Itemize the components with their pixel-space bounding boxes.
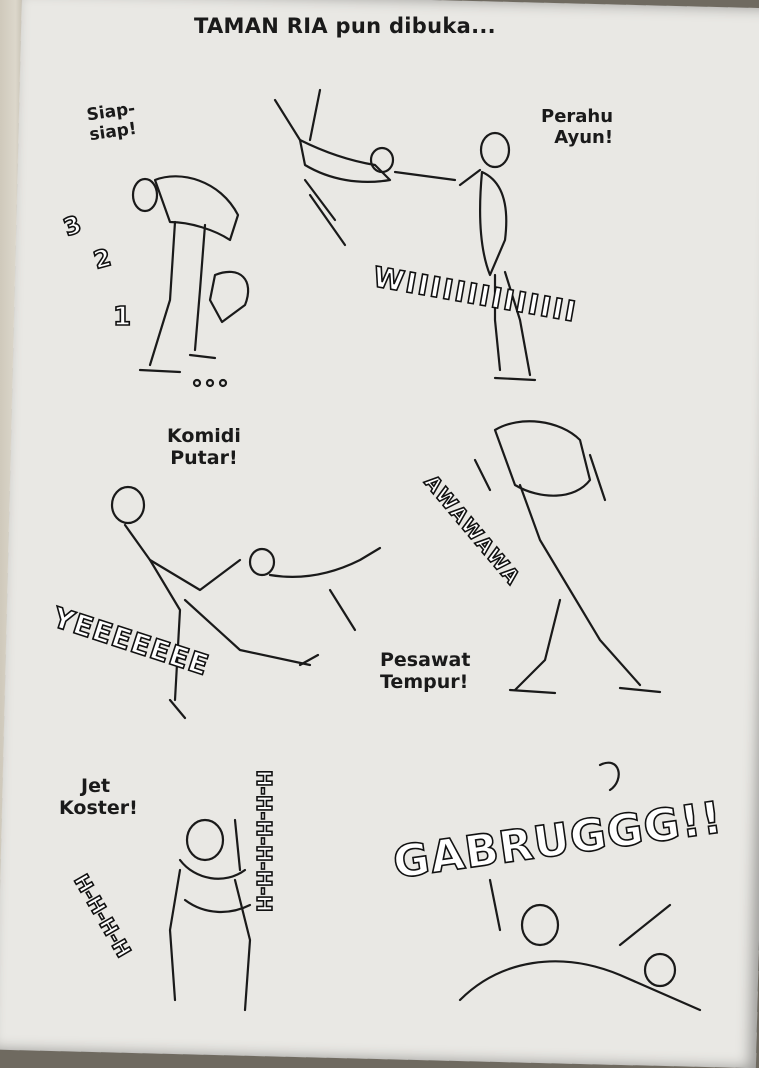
label-line-1: Pesawat — [380, 649, 471, 671]
sfx-countdown-1: 1 — [112, 301, 132, 333]
illustration-komidi-putar — [110, 485, 382, 720]
illustration-perahu-ayun — [273, 88, 537, 382]
illustration-gabruggg — [458, 761, 702, 1012]
illustration-jet-koster — [168, 818, 252, 1012]
label-line-2: Putar! — [170, 446, 238, 469]
label-siap-siap: Siap- siap! — [85, 99, 140, 146]
page-title: TAMAN RIA pun dibuka... — [194, 14, 496, 38]
label-line-1: Komidi — [167, 425, 241, 447]
label-perahu-ayun: Perahu Ayun! — [541, 106, 614, 148]
sfx-hhh-right: H-H-H-H-H-H — [251, 769, 277, 913]
label-pesawat-tempur: Pesawat Tempur! — [380, 649, 471, 694]
label-jet-koster: Jet Koster! — [59, 775, 138, 820]
comic-illustrations — [110, 88, 702, 1012]
label-line-1: Perahu — [541, 106, 614, 127]
label-line-2: Ayun! — [554, 126, 614, 148]
label-line-2: Tempur! — [380, 670, 469, 693]
illustration-siap-siap — [131, 175, 250, 388]
label-line-1: Jet — [81, 775, 111, 797]
label-komidi-putar: Komidi Putar! — [167, 425, 241, 470]
label-line-2: Koster! — [59, 796, 138, 819]
illustration-pesawat-tempur — [473, 420, 662, 695]
